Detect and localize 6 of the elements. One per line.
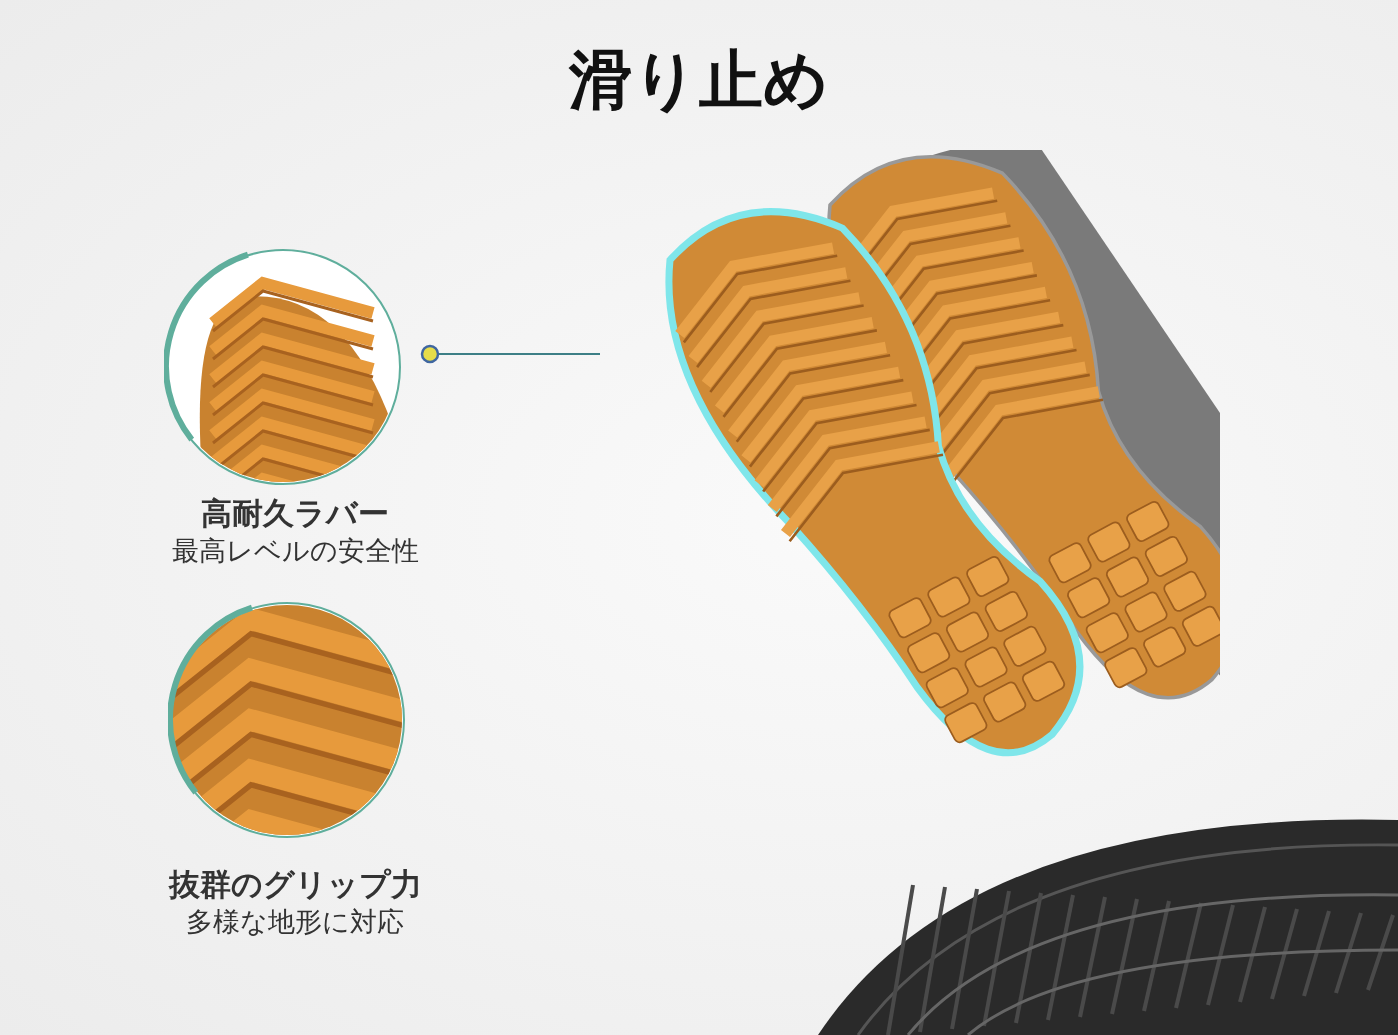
- feature-description: 最高レベルの安全性: [170, 534, 420, 568]
- feature-heading: 抜群のグリップ力: [167, 865, 423, 904]
- title: 滑り止め: [568, 48, 830, 112]
- feature-description: 多様な地形に対応: [185, 905, 405, 939]
- feature-heading: 高耐久ラバー: [200, 494, 390, 533]
- leader-line: [420, 344, 601, 364]
